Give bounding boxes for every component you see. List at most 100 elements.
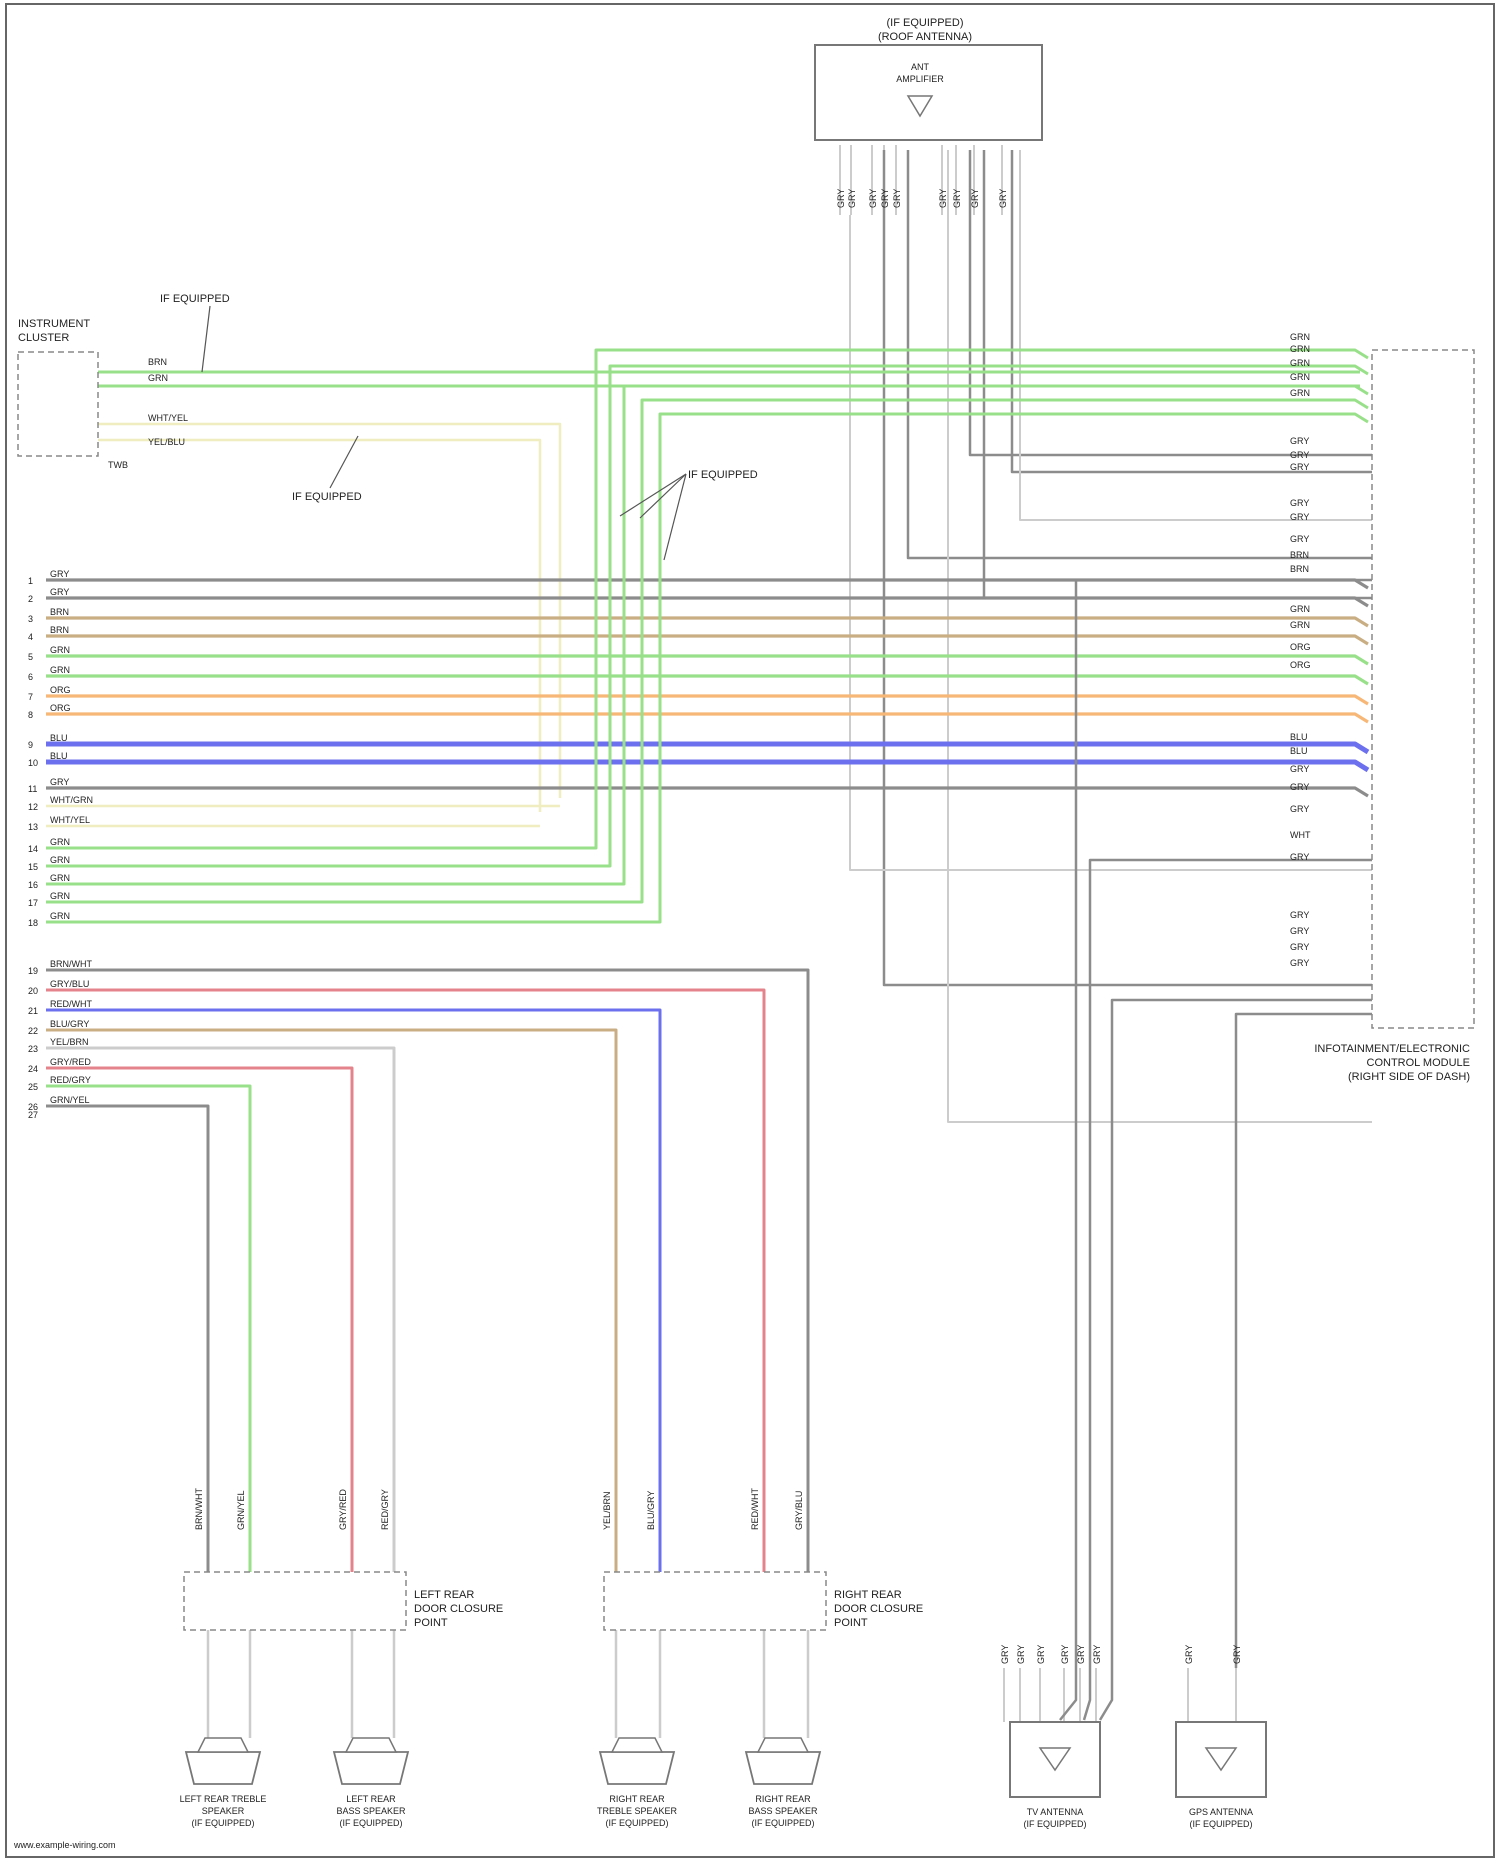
antenna-amplifier: (IF EQUIPPED) (ROOF ANTENNA) ANT AMPLIFI… <box>815 17 1042 140</box>
speaker-wire-label: GRY/BLU <box>50 979 89 989</box>
tv-antenna-wire <box>1060 580 1372 1720</box>
speaker-wire <box>46 1106 208 1572</box>
module-wire-label: ORG <box>1290 660 1311 670</box>
cluster-wire-label: WHT/YEL <box>148 413 188 423</box>
main-wire-label: GRY <box>50 777 69 787</box>
speaker-wire-label: BLU/GRY <box>50 1019 89 1029</box>
main-wire-label: WHT/YEL <box>50 815 90 825</box>
module-wire-label: GRY <box>1290 926 1309 936</box>
speaker-vertical-label: GRY/BLU <box>794 1491 804 1530</box>
main-wire-label: GRN <box>50 645 70 655</box>
module-wire-label: GRY <box>1290 958 1309 968</box>
callout-if-equipped-2: IF EQUIPPED <box>292 491 362 503</box>
pin-number: 19 <box>28 966 38 976</box>
diagram-border <box>6 4 1494 1857</box>
callouts: IF EQUIPPED IF EQUIPPED IF EQUIPPED <box>160 293 758 560</box>
connector-rf-label-3: POINT <box>834 1617 868 1629</box>
module-wire-label: GRN <box>1290 344 1310 354</box>
module-wire-label: GRY <box>1290 910 1309 920</box>
spk-rrt-label-1: RIGHT REAR <box>609 1794 665 1804</box>
main-wire-label: GRY <box>50 587 69 597</box>
connector-lf-label-1: LEFT REAR <box>414 1589 474 1601</box>
pin-number: 12 <box>28 802 38 812</box>
antenna-amp-title-1: (IF EQUIPPED) <box>886 17 963 29</box>
speaker-wire-label: BRN/WHT <box>50 959 92 969</box>
gps-leg-label: GRY <box>1184 1645 1194 1664</box>
spk-rrb-label-1: RIGHT REAR <box>755 1794 811 1804</box>
speaker-wire-label: GRY/RED <box>50 1057 91 1067</box>
module-wire-label: GRY <box>1290 498 1309 508</box>
tv-leg-label: GRY <box>1000 1645 1010 1664</box>
spk-rrb-label-2: BASS SPEAKER <box>748 1806 818 1816</box>
callout-if-equipped-1: IF EQUIPPED <box>160 293 230 305</box>
speaker-wire-label: GRN/YEL <box>50 1095 90 1105</box>
tv-leg-label: GRY <box>1076 1645 1086 1664</box>
module-wire-label: BRN <box>1290 550 1309 560</box>
control-module: INFOTAINMENT/ELECTRONIC CONTROL MODULE (… <box>1314 350 1474 1083</box>
spk-lrb-label-3: (IF EQUIPPED) <box>339 1818 402 1828</box>
wire-labels: GRY GRY GRY GRY GRY GRY GRY GRY GRY BRN GRN WHT/YEL… <box>50 189 1311 1664</box>
pin-number: 16 <box>28 880 38 890</box>
gps-leg-label: GRY <box>1232 1645 1242 1664</box>
main-wire-label: WHT/GRN <box>50 795 93 805</box>
module-wire-label: GRN <box>1290 372 1310 382</box>
pin-number: 15 <box>28 862 38 872</box>
module-wire-label: GRN <box>1290 388 1310 398</box>
main-wire-label: GRN <box>50 911 70 921</box>
antenna-leg-label: GRY <box>998 189 1008 208</box>
control-module-label-1: INFOTAINMENT/ELECTRONIC <box>1314 1043 1470 1055</box>
antenna-leg-label: GRY <box>892 189 902 208</box>
module-wire-label: GRY <box>1290 852 1309 862</box>
speaker-right-rear-bass: RIGHT REAR BASS SPEAKER (IF EQUIPPED) <box>746 1738 820 1828</box>
speaker-vertical-label: YEL/BRN <box>602 1491 612 1530</box>
main-wire-label: GRN <box>50 837 70 847</box>
connector-rf-label-2: DOOR CLOSURE <box>834 1603 923 1615</box>
module-wire-label: GRN <box>1290 620 1310 630</box>
antenna-leg-label: GRY <box>970 189 980 208</box>
main-wire-label: GRN <box>50 665 70 675</box>
module-wire-label: GRY <box>1290 436 1309 446</box>
main-wire-label: GRN <box>50 855 70 865</box>
speaker-vertical-label: RED/GRY <box>380 1489 390 1530</box>
tv-leg-label: GRY <box>1092 1645 1102 1664</box>
speaker-icon <box>600 1752 674 1784</box>
tv-leg-label: GRY <box>1036 1645 1046 1664</box>
spk-rrb-label-3: (IF EQUIPPED) <box>751 1818 814 1828</box>
antenna-feed-wire <box>908 150 1372 558</box>
cluster-wire-label: BRN <box>148 357 167 367</box>
module-wire-label: GRN <box>1290 358 1310 368</box>
antenna-feed-wire <box>970 150 1372 455</box>
cluster-connector-label: TWB <box>108 460 128 470</box>
footer-text: www.example-wiring.com <box>13 1840 116 1850</box>
pin-number: 27 <box>28 1110 38 1120</box>
main-wire <box>46 618 1368 626</box>
main-wire-label: BLU <box>50 733 68 743</box>
module-wire-label: GRY <box>1290 782 1309 792</box>
spk-lrb-label-1: LEFT REAR <box>346 1794 396 1804</box>
antenna-amp-title-2: (ROOF ANTENNA) <box>878 31 972 43</box>
main-wire-label: GRY <box>50 569 69 579</box>
speaker-icon <box>186 1752 260 1784</box>
module-wire-label: GRY <box>1290 512 1309 522</box>
pin-number: 8 <box>28 710 33 720</box>
gps-antenna-label-1: GPS ANTENNA <box>1189 1807 1253 1817</box>
main-wire <box>46 656 1368 664</box>
instrument-cluster: INSTRUMENT CLUSTER TWB <box>18 318 128 470</box>
door-connectors: LEFT REAR DOOR CLOSURE POINT RIGHT REAR … <box>184 1572 923 1630</box>
main-wire <box>46 696 1368 704</box>
gps-antenna: GPS ANTENNA (IF EQUIPPED) <box>1176 1722 1266 1829</box>
connector-lf-label-2: DOOR CLOSURE <box>414 1603 503 1615</box>
pin-number: 25 <box>28 1082 38 1092</box>
pin-number: 11 <box>28 784 37 794</box>
spk-rrt-label-3: (IF EQUIPPED) <box>605 1818 668 1828</box>
pin-number: 24 <box>28 1064 38 1074</box>
connector-rf-label-1: RIGHT REAR <box>834 1589 902 1601</box>
speaker-wire <box>46 1030 616 1572</box>
pin-number: 10 <box>28 758 38 768</box>
cluster-wire-label: YEL/BLU <box>148 437 185 447</box>
speaker-left-rear-bass: LEFT REAR BASS SPEAKER (IF EQUIPPED) <box>334 1738 408 1828</box>
antenna-leg-label: GRY <box>880 189 890 208</box>
spk-lrt-label-2: SPEAKER <box>202 1806 245 1816</box>
speaker-vertical-label: GRY/RED <box>338 1489 348 1530</box>
pin-number: 18 <box>28 918 38 928</box>
